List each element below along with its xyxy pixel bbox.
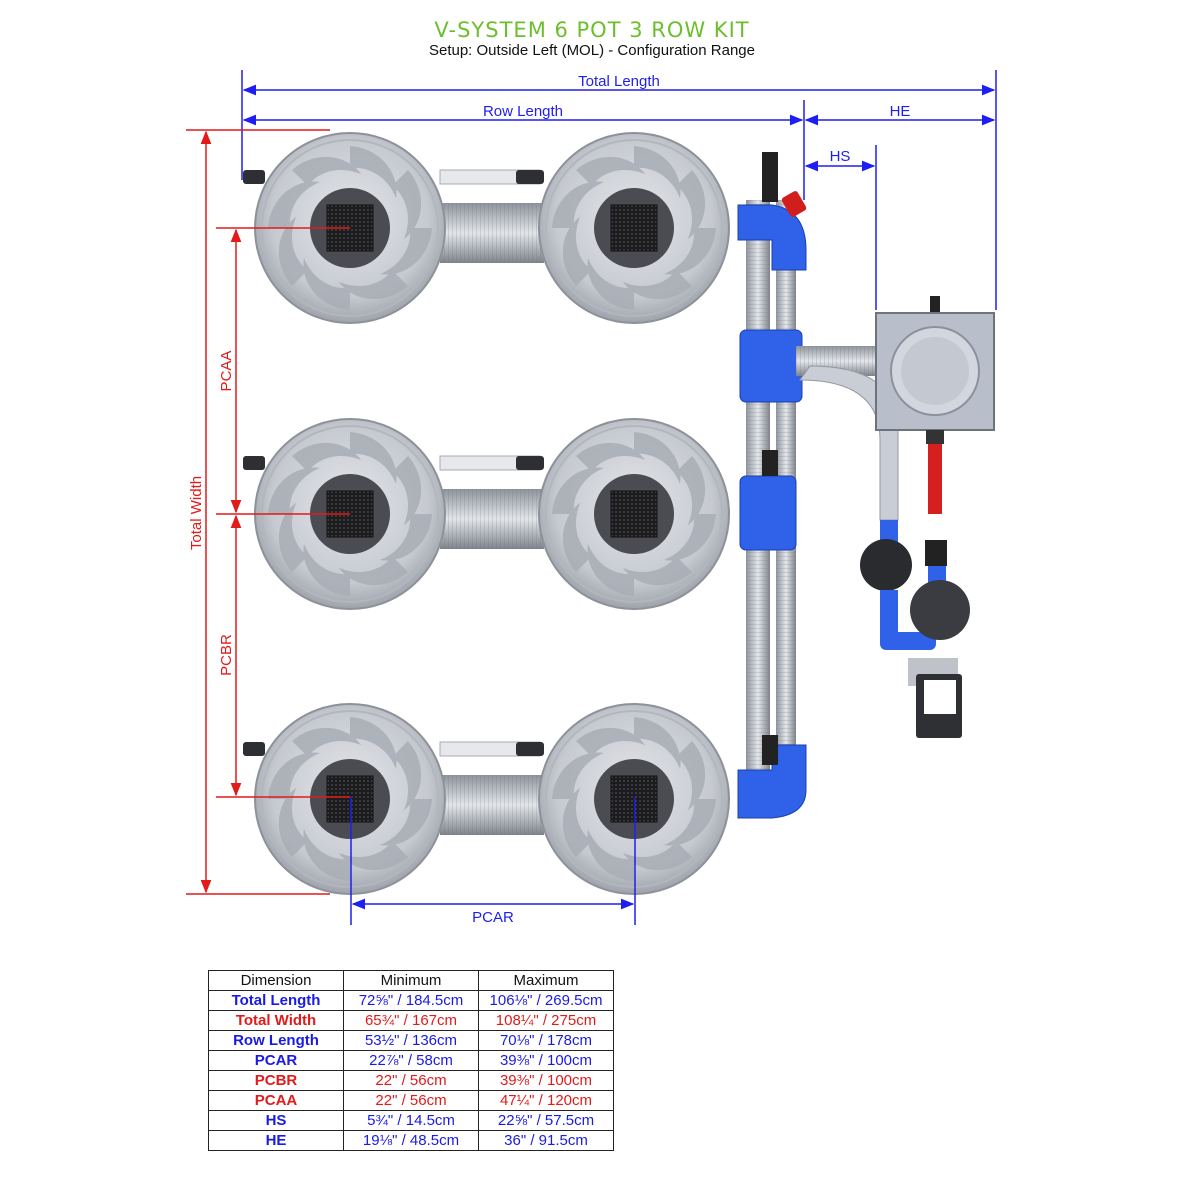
page-title: V-SYSTEM 6 POT 3 ROW KIT [434, 18, 750, 42]
row-min: 65¾" / 167cm [343, 1010, 479, 1031]
row-max: 47¼" / 120cm [478, 1090, 614, 1111]
label-total-length: Total Length [578, 73, 660, 90]
row-hoses [439, 169, 544, 835]
pot-row3-b [538, 703, 730, 895]
row-max: 106⅛" / 269.5cm [478, 990, 614, 1011]
row-max: 39⅜" / 100cm [478, 1070, 614, 1091]
row-min: 22" / 56cm [343, 1090, 479, 1111]
table-row: PCAR 22⅞" / 58cm 39⅜" / 100cm [208, 1050, 614, 1071]
row-min: 19⅛" / 48.5cm [343, 1130, 479, 1151]
row-name: HS [208, 1110, 344, 1131]
row-min: 5¾" / 14.5cm [343, 1110, 479, 1131]
row-name: Row Length [208, 1030, 344, 1051]
system-diagram: Total Length Row Length HE HS Total Widt… [186, 70, 997, 926]
manifold [737, 152, 807, 819]
label-pcar: PCAR [472, 909, 514, 926]
page-subtitle: Setup: Outside Left (MOL) - Configuratio… [428, 42, 755, 59]
row-name: Total Length [208, 990, 344, 1011]
label-hs: HS [830, 148, 851, 165]
label-total-width: Total Width [188, 476, 205, 550]
row-name: PCBR [208, 1070, 344, 1091]
row-min: 22" / 56cm [343, 1070, 479, 1091]
row-min: 22⅞" / 58cm [343, 1050, 479, 1071]
label-he: HE [890, 103, 911, 120]
table-row: HE 19⅛" / 48.5cm 36" / 91.5cm [208, 1130, 614, 1151]
header-dimension: Dimension [208, 970, 344, 991]
label-pcaa: PCAA [218, 351, 235, 392]
table-row: HS 5¾" / 14.5cm 22⅝" / 57.5cm [208, 1110, 614, 1131]
table-row: Row Length 53½" / 136cm 70⅛" / 178cm [208, 1030, 614, 1051]
row-name: Total Width [208, 1010, 344, 1031]
row-name: HE [208, 1130, 344, 1151]
header-minimum: Minimum [343, 970, 479, 991]
row-name: PCAA [208, 1090, 344, 1111]
row-name: PCAR [208, 1050, 344, 1071]
table-row: Total Width 65¾" / 167cm 108¼" / 275cm [208, 1010, 614, 1031]
pot-row2-b [538, 418, 730, 610]
dim-total-length: Total Length [241, 70, 997, 310]
row-max: 108¼" / 275cm [478, 1010, 614, 1031]
row-max: 39⅜" / 100cm [478, 1050, 614, 1071]
row-min: 72⅝" / 184.5cm [343, 990, 479, 1011]
label-row-length: Row Length [483, 103, 563, 120]
row-min: 53½" / 136cm [343, 1030, 479, 1051]
pot-row3-a [254, 703, 446, 895]
dim-row-length: Row Length [242, 100, 805, 200]
header-maximum: Maximum [478, 970, 614, 991]
row-max: 36" / 91.5cm [478, 1130, 614, 1151]
table-header-row: Dimension Minimum Maximum [208, 970, 614, 991]
table-row: Total Length 72⅝" / 184.5cm 106⅛" / 269.… [208, 990, 614, 1011]
dim-pcaa: PCAA [216, 227, 350, 515]
pot-valves [243, 170, 544, 756]
reservoir [875, 296, 995, 444]
dim-total-width: Total Width [186, 129, 330, 895]
row-max: 22⅝" / 57.5cm [478, 1110, 614, 1131]
dim-pcbr: PCBR [216, 514, 350, 798]
table-row: PCBR 22" / 56cm 39⅜" / 100cm [208, 1070, 614, 1091]
pot-row1-b [538, 132, 730, 324]
row-max: 70⅛" / 178cm [478, 1030, 614, 1051]
label-pcbr: PCBR [218, 634, 235, 676]
pump-assembly [860, 444, 970, 738]
dim-hs: HS [804, 145, 877, 310]
dimensions-table: Dimension Minimum Maximum Total Length 7… [208, 970, 614, 1151]
dim-pcar: PCAR [350, 797, 636, 926]
dim-he: HE [804, 103, 996, 126]
table-row: PCAA 22" / 56cm 47¼" / 120cm [208, 1090, 614, 1111]
